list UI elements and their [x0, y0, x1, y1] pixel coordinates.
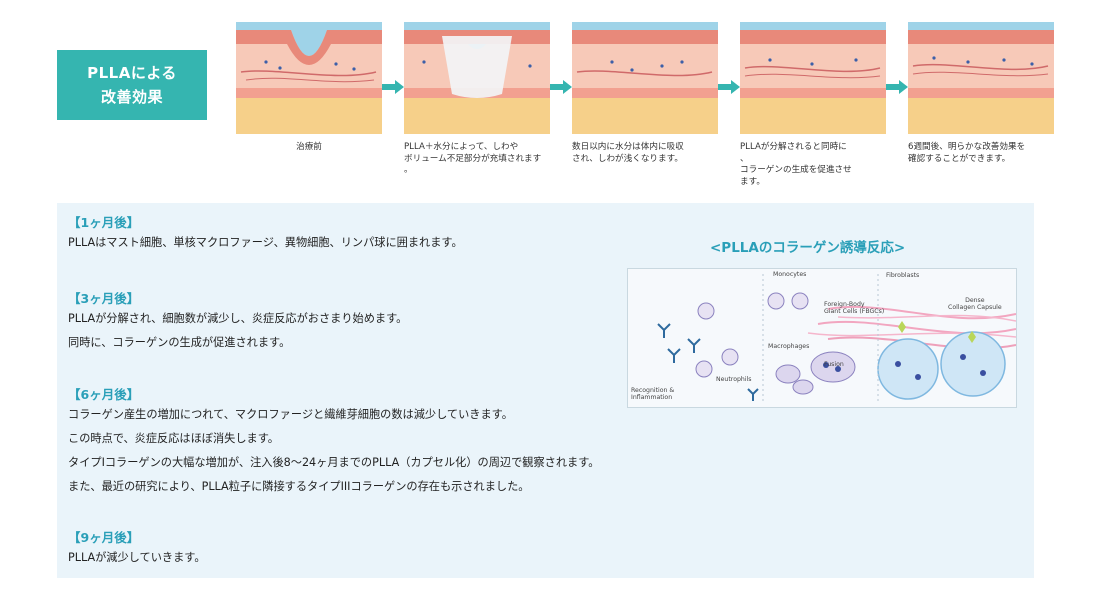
title-badge: PLLAによる 改善効果: [57, 50, 207, 120]
label-recognition-line2: Inflammation: [631, 394, 673, 401]
title-badge-line1: PLLAによる: [87, 64, 177, 82]
step-1: 治療前: [236, 22, 382, 154]
section-text: コラーゲン産生の増加につれて、マクロファージと繊維芽細胞の数は減少していきます。…: [68, 403, 600, 499]
label-fbgc-line1: Foreign-Body: [824, 301, 865, 308]
arrow-right-icon: [886, 80, 908, 94]
section-line: また、最近の研究により、PLLA粒子に隣接するタイプIIIコラーゲンの存在も示さ…: [68, 480, 530, 493]
label-neutrophils: Neutrophils: [716, 376, 752, 383]
step-caption: PLLAが分解されると同時に 、 コラーゲンの生成を促進させ ます。: [740, 142, 852, 187]
collagen-reaction-diagram: Monocytes Fibroblasts Foreign-Body Giant…: [627, 268, 1017, 408]
skin-illustration: [572, 22, 718, 134]
label-fibroblasts: Fibroblasts: [886, 272, 920, 279]
section-line: PLLAはマスト細胞、単核マクロファージ、異物細胞、リンパ球に囲まれます。: [68, 236, 463, 249]
arrow-right-icon: [718, 80, 740, 94]
section-line: コラーゲン産生の増加につれて、マクロファージと繊維芽細胞の数は減少していきます。: [68, 408, 513, 421]
skin-illustration: [740, 22, 886, 134]
section-heading-9-months: 【9ヶ月後】: [68, 530, 140, 545]
section-line: タイプIコラーゲンの大幅な増加が、注入後8～24ヶ月までのPLLA（カプセル化）…: [68, 456, 600, 469]
label-fbgc: Foreign-Body Giant Cells (FBGCs): [824, 301, 884, 315]
section-text: PLLAはマスト細胞、単核マクロファージ、異物細胞、リンパ球に囲まれます。: [68, 231, 463, 255]
label-dense-line2: Collagen Capsule: [948, 304, 1002, 311]
section-text: PLLAが分解され、細胞数が減少し、炎症反応がおさまり始めます。 同時に、コラー…: [68, 307, 407, 355]
section-heading-1-month: 【1ヶ月後】: [68, 215, 140, 230]
label-dense-line1: Dense: [965, 297, 985, 304]
section-line: PLLAが減少していきます。: [68, 551, 206, 564]
step-caption: 6週間後、明らかな改善効果を 確認することができます。: [908, 142, 1026, 164]
section-line: この時点で、炎症反応はほぼ消失します。: [68, 432, 279, 445]
arrow-right-icon: [382, 80, 404, 94]
label-dense-capsule: Dense Collagen Capsule: [948, 297, 1002, 311]
label-fbgc-line2: Giant Cells (FBGCs): [824, 308, 885, 315]
step-2: PLLA＋水分によって、しわや ボリューム不足部分が充填されます 。: [404, 22, 550, 177]
label-monocytes: Monocytes: [773, 271, 807, 278]
step-5: 6週間後、明らかな改善効果を 確認することができます。: [908, 22, 1054, 165]
label-recognition-line1: Recognition &: [631, 387, 675, 394]
label-recognition: Recognition & Inflammation: [631, 387, 674, 401]
step-4: PLLAが分解されると同時に 、 コラーゲンの生成を促進させ ます。: [740, 22, 886, 188]
section-line: 同時に、コラーゲンの生成が促進されます。: [68, 336, 291, 349]
step-caption: PLLA＋水分によって、しわや ボリューム不足部分が充填されます 。: [404, 142, 542, 175]
treatment-steps: 治療前 PLLA＋水分によって、しわや ボリューム不足部分が充填されます 。: [236, 22, 1064, 187]
step-caption: 治療前: [296, 142, 322, 152]
label-macrophages: Macrophages: [768, 343, 810, 350]
label-fusion: Fusion: [824, 361, 844, 368]
section-line: PLLAが分解され、細胞数が減少し、炎症反応がおさまり始めます。: [68, 312, 408, 325]
diagram-title: <PLLAのコラーゲン誘導反応>: [710, 240, 906, 256]
skin-illustration: [908, 22, 1054, 134]
title-badge-line2: 改善効果: [100, 88, 163, 106]
skin-illustration: [404, 22, 550, 134]
section-heading-6-months: 【6ヶ月後】: [68, 387, 140, 402]
section-text: PLLAが減少していきます。: [68, 546, 206, 570]
section-heading-3-months: 【3ヶ月後】: [68, 291, 140, 306]
skin-illustration: [236, 22, 382, 134]
step-3: 数日以内に水分は体内に吸収 され、しわが浅くなります。: [572, 22, 718, 165]
step-caption: 数日以内に水分は体内に吸収 され、しわが浅くなります。: [572, 142, 684, 164]
arrow-right-icon: [550, 80, 572, 94]
